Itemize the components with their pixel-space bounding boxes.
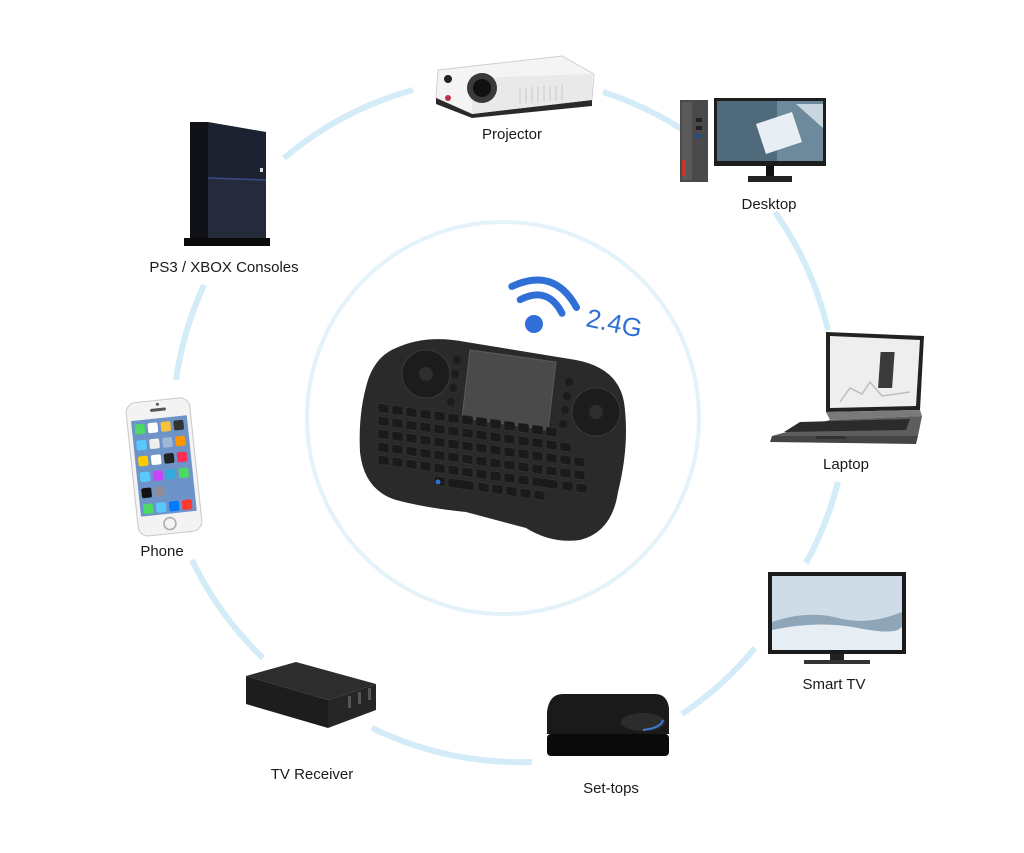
- projector-label: Projector: [481, 126, 543, 143]
- laptop-icon: [770, 332, 924, 444]
- mini-keyboard: [356, 332, 636, 550]
- tv-receiver-device: [244, 660, 380, 732]
- settop-box-icon: [547, 694, 669, 756]
- consoles-label: PS3 / XBOX Consoles: [149, 259, 299, 276]
- tv-icon: [768, 572, 906, 664]
- keyboard-icon: [359, 339, 626, 541]
- desktop-device: [680, 98, 828, 186]
- wifi-icon: [508, 276, 581, 333]
- laptop-device: [770, 332, 926, 450]
- desktop-label: Desktop: [741, 196, 797, 213]
- desktop-icon: [680, 98, 826, 182]
- smart-tv-device: [768, 572, 906, 666]
- tv-receiver-label: TV Receiver: [270, 766, 354, 783]
- projector-device: [432, 48, 598, 118]
- projector-icon: [435, 55, 595, 118]
- consoles-device: [182, 120, 274, 248]
- phone-icon: [125, 397, 203, 537]
- game-console-icon: [184, 122, 270, 246]
- set-tops-label: Set-tops: [583, 780, 639, 797]
- laptop-label: Laptop: [823, 456, 869, 473]
- tv-receiver-icon: [246, 662, 376, 728]
- smart-tv-label: Smart TV: [802, 676, 866, 693]
- set-tops-device: [543, 690, 671, 762]
- wifi-signal: [498, 266, 588, 338]
- phone-device: [122, 396, 204, 538]
- phone-label: Phone: [140, 543, 184, 560]
